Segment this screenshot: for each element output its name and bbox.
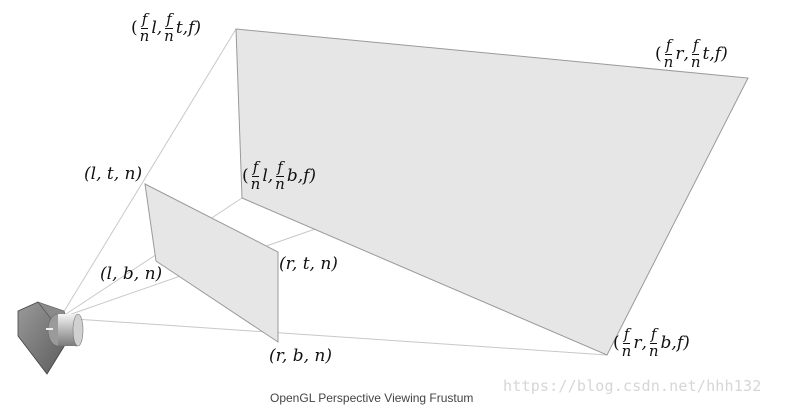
fraction-numerator: f — [691, 36, 700, 55]
label-near-bottom-right: (r, b, n) — [269, 346, 332, 366]
fraction-denominator: n — [139, 26, 150, 45]
label-term: b — [660, 332, 672, 353]
near-plane — [144, 183, 279, 343]
fraction-denominator: n — [648, 341, 659, 360]
label-term: , — [683, 43, 689, 64]
label-term: t — [175, 17, 183, 38]
far-plane — [235, 28, 749, 356]
label-term: ,f) — [182, 17, 201, 38]
label-term: r — [675, 43, 684, 64]
fraction-numerator: f — [251, 158, 260, 177]
fraction-numerator: f — [664, 36, 673, 55]
ray-bottom-right — [59, 317, 608, 356]
label-term: ,f) — [297, 165, 317, 186]
fraction-denominator: n — [275, 174, 285, 193]
label-paren: ( — [131, 17, 138, 38]
label-term: ,f) — [671, 332, 690, 353]
fraction-denominator: n — [690, 52, 701, 71]
label-term: r — [633, 332, 642, 353]
camera-icon — [17, 301, 84, 375]
fraction-numerator: f — [140, 10, 149, 29]
fraction-numerator: f — [622, 325, 631, 344]
label-term: , — [641, 332, 647, 353]
label-term: t — [702, 43, 710, 64]
label-term: , — [267, 165, 274, 186]
fraction-numerator: f — [165, 10, 173, 29]
label-paren: ( — [242, 165, 249, 186]
label-near-top-right: (r, t, n) — [279, 254, 338, 274]
fraction-numerator: f — [649, 325, 658, 344]
fraction-denominator: n — [663, 52, 674, 71]
camera-body — [17, 301, 69, 375]
fraction-denominator: n — [621, 341, 632, 360]
diagram-caption: OpenGL Perspective Viewing Frustum — [270, 391, 474, 405]
ray-top-left — [59, 28, 237, 319]
label-term: l — [151, 17, 157, 38]
label-paren: ( — [613, 332, 620, 353]
label-term: ,f) — [709, 43, 728, 64]
fraction-denominator: n — [250, 174, 261, 193]
label-near-bottom-left: (l, b, n) — [100, 264, 163, 284]
label-paren: ( — [655, 43, 662, 64]
fraction-denominator: n — [164, 26, 174, 45]
label-term: , — [156, 17, 163, 38]
label-term: l — [262, 165, 268, 186]
fraction-numerator: f — [276, 158, 284, 177]
camera-lens-barrel — [58, 314, 78, 346]
label-term: b — [286, 165, 298, 186]
camera-mark — [46, 328, 53, 330]
watermark: https://blog.csdn.net/hhh132 — [503, 377, 762, 395]
camera-lens-front — [72, 313, 84, 347]
label-near-top-left: (l, t, n) — [84, 164, 143, 184]
